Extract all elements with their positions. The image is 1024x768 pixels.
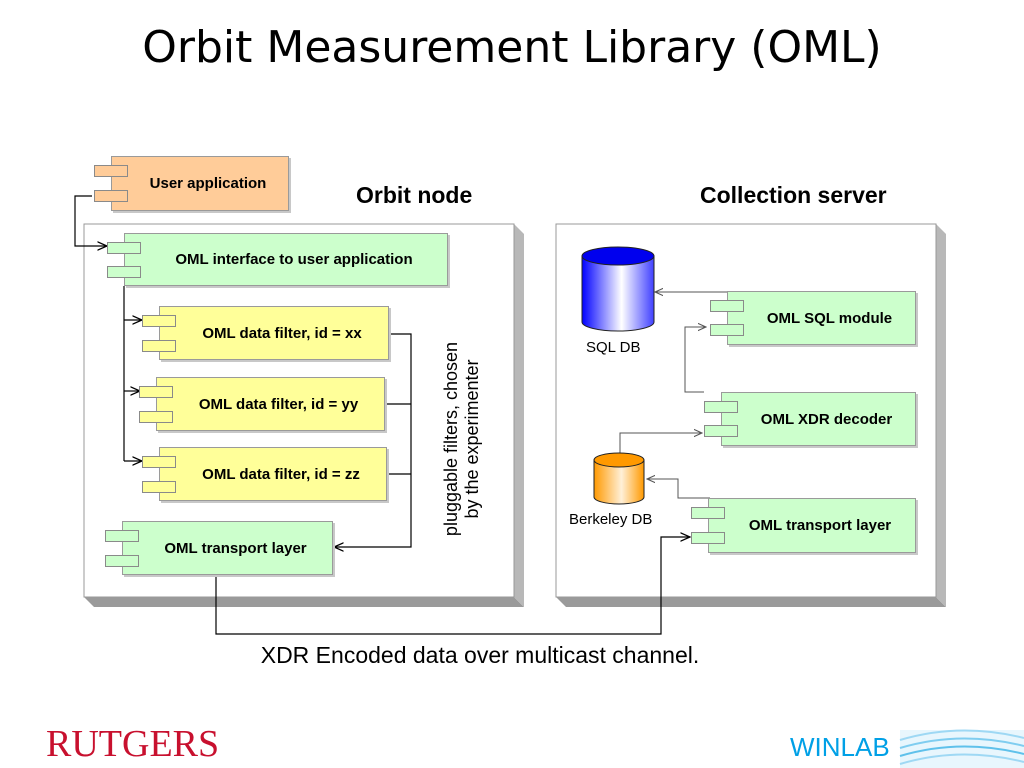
component-port <box>710 300 744 312</box>
component-port <box>142 315 176 327</box>
orbit-node-heading: Orbit node <box>356 182 473 208</box>
connector-user-app-to-interface <box>74 195 107 246</box>
component-port <box>107 242 141 254</box>
oml-sql-module-component: OML SQL module <box>710 291 916 345</box>
connector-decoder-to-sql-module <box>684 327 706 393</box>
filter-yy-label: OML data filter, id = yy <box>198 395 359 413</box>
sql-db-cylinder <box>581 246 655 332</box>
component-port <box>691 532 725 544</box>
rutgers-logo: RUTGERS <box>46 723 220 765</box>
filters-note-line2: by the experimenter <box>462 359 482 519</box>
slide-title: Orbit Measurement Library (OML) <box>142 22 882 73</box>
component-port <box>139 411 173 423</box>
winlab-swoosh-graphic <box>899 729 1024 768</box>
component-port <box>105 555 139 567</box>
component-port <box>139 386 173 398</box>
oml-xdr-decoder-component: OML XDR decoder <box>704 392 916 446</box>
connector-transport-to-berkeley <box>647 479 710 499</box>
component-port <box>710 324 744 336</box>
berkeley-db-label: Berkeley DB <box>569 511 653 528</box>
component-port <box>142 481 176 493</box>
collection-server-heading: Collection server <box>700 182 887 208</box>
berkeley-db-cylinder <box>593 452 645 505</box>
oml-data-filter-yy: OML data filter, id = yy <box>139 377 385 431</box>
component-port <box>94 165 128 177</box>
oml-data-filter-xx: OML data filter, id = xx <box>142 306 389 360</box>
filter-zz-label: OML data filter, id = zz <box>202 465 360 483</box>
multicast-caption: XDR Encoded data over multicast channel. <box>260 642 700 668</box>
component-port <box>105 530 139 542</box>
pluggable-filters-note: pluggable filters, chosen by the experim… <box>441 319 483 559</box>
node-transport-label: OML transport layer <box>164 539 307 557</box>
component-port <box>691 507 725 519</box>
connector-berkeley-to-decoder <box>619 433 702 455</box>
oml-transport-layer-node: OML transport layer <box>105 521 333 575</box>
winlab-logo: WINLAB <box>790 732 890 762</box>
connector-multicast <box>215 537 690 635</box>
server-transport-label: OML transport layer <box>748 517 892 534</box>
component-port <box>704 425 738 437</box>
oml-transport-layer-server: OML transport layer <box>691 498 916 553</box>
sql-module-label: OML SQL module <box>766 309 893 327</box>
component-port <box>142 340 176 352</box>
component-port <box>704 401 738 413</box>
component-port <box>94 190 128 202</box>
filters-note-line1: pluggable filters, chosen <box>441 341 461 537</box>
filter-xx-label: OML data filter, id = xx <box>202 324 362 342</box>
sql-db-label: SQL DB <box>586 339 641 356</box>
xdr-decoder-label: OML XDR decoder <box>760 410 893 428</box>
component-port <box>107 266 141 278</box>
oml-data-filter-zz: OML data filter, id = zz <box>142 447 387 501</box>
oml-interface-component: OML interface to user application <box>107 233 448 286</box>
oml-interface-label: OML interface to user application <box>175 251 413 268</box>
user-application-component: User application <box>94 156 289 211</box>
connector-filters-bus <box>334 333 412 547</box>
user-application-label: User application <box>149 175 267 192</box>
component-port <box>142 456 176 468</box>
